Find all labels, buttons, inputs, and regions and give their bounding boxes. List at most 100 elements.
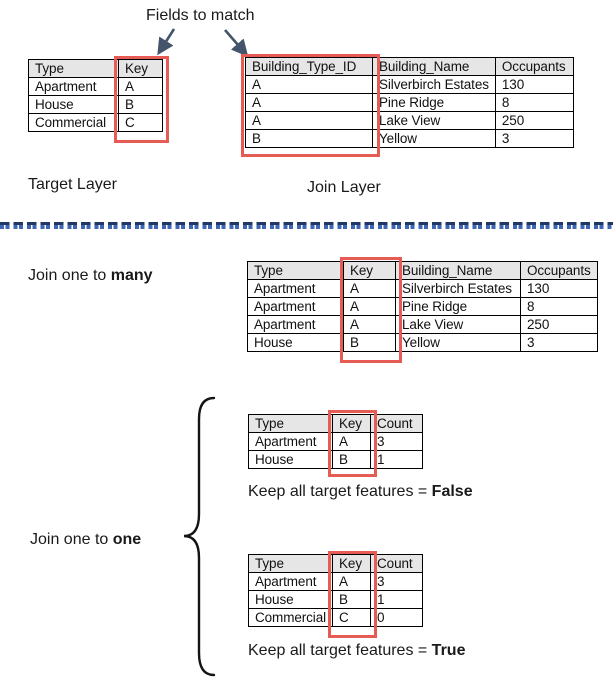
join-one-to-one-prefix: Join one to — [30, 531, 113, 548]
table-cell: 3 — [520, 333, 598, 352]
column-header: Type — [28, 59, 119, 78]
table-cell: House — [247, 333, 344, 352]
column-header: Occupants — [494, 57, 574, 76]
table-cell: Commercial — [28, 113, 119, 132]
table-cell: 3 — [370, 432, 423, 451]
join-one-to-many-prefix: Join one to — [28, 267, 111, 284]
table-cell: Apartment — [247, 279, 344, 298]
keep-false-caption: Keep all target features = False — [248, 483, 473, 501]
table-cell: B — [332, 590, 372, 609]
table-cell: House — [248, 450, 333, 469]
column-header: Occupants — [520, 261, 598, 280]
table-cell: Pine Ridge — [395, 297, 521, 316]
column-header: Key — [343, 261, 396, 280]
table-cell: Apartment — [247, 315, 344, 334]
table-cell: 8 — [520, 297, 598, 316]
join-one-to-one-label: Join one to one — [30, 531, 141, 549]
join-one-to-one-bold: one — [112, 531, 142, 548]
table-cell: Silverbirch Estates — [395, 279, 521, 298]
curly-brace-icon — [183, 396, 216, 677]
table-cell: 8 — [494, 93, 574, 112]
keep-false-prefix: Keep all target features = — [248, 483, 432, 500]
table-cell: Yellow — [395, 333, 521, 352]
section-divider-icon — [0, 222, 613, 230]
table-cell: Lake View — [395, 315, 521, 334]
table-cell: Lake View — [372, 111, 496, 130]
arrow-to-target-key-icon — [157, 28, 176, 56]
column-header: Building_Type_ID — [245, 57, 373, 76]
target-layer-label: Target Layer — [28, 176, 117, 193]
join-one-to-many-bold: many — [110, 267, 153, 284]
table-cell: 250 — [494, 111, 574, 130]
column-header: Key — [118, 59, 163, 78]
table-cell: 0 — [370, 608, 424, 627]
column-header: Building_Name — [372, 57, 496, 76]
column-header: Type — [247, 261, 344, 280]
column-header: Building_Name — [395, 261, 521, 280]
table-cell: 250 — [520, 315, 598, 334]
table-cell: B — [343, 333, 396, 352]
column-header: Key — [332, 554, 372, 573]
table-cell: Commercial — [247, 608, 334, 627]
table-cell: Apartment — [28, 77, 119, 96]
join-layer-label: Join Layer — [307, 179, 381, 196]
table-cell: 3 — [370, 572, 424, 591]
column-header: Type — [247, 554, 334, 573]
fields-to-match-label: Fields to match — [146, 7, 255, 24]
table-cell: A — [332, 432, 371, 451]
table-cell: Apartment — [247, 572, 334, 591]
table-cell: A — [343, 315, 396, 334]
column-header: Count — [370, 414, 423, 433]
table-cell: Pine Ridge — [372, 93, 496, 112]
table-cell: A — [343, 297, 396, 316]
table-cell: 130 — [520, 279, 598, 298]
table-cell: B — [332, 450, 371, 469]
table-cell: 1 — [370, 450, 423, 469]
table-cell: C — [332, 608, 372, 627]
join-one-to-many-label: Join one to many — [28, 267, 153, 285]
table-cell: A — [245, 75, 373, 94]
column-header: Type — [248, 414, 333, 433]
table-cell: 130 — [494, 75, 574, 94]
keep-true-caption: Keep all target features = True — [248, 642, 465, 660]
table-cell: Yellow — [372, 129, 496, 148]
table-cell: A — [332, 572, 372, 591]
table-cell: 3 — [494, 129, 574, 148]
table-cell: A — [343, 279, 396, 298]
table-cell: House — [28, 95, 119, 114]
keep-true-prefix: Keep all target features = — [248, 642, 432, 659]
table-cell: A — [245, 111, 373, 130]
table-cell: Apartment — [248, 432, 333, 451]
column-header: Key — [332, 414, 371, 433]
column-header: Count — [370, 554, 424, 573]
table-cell: B — [245, 129, 373, 148]
table-cell: Silverbirch Estates — [372, 75, 496, 94]
table-cell: House — [247, 590, 334, 609]
